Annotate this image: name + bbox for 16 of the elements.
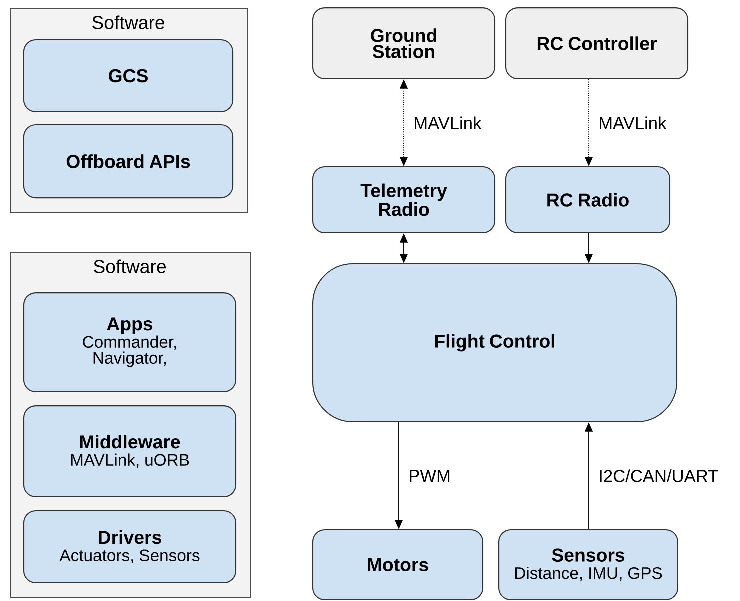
device-box: RC Controller xyxy=(505,8,689,80)
component-box: Motors xyxy=(312,529,484,601)
edge-label: PWM xyxy=(407,468,452,484)
component-box: Telemetry Radio xyxy=(312,166,496,234)
component-box: Sensors Distance, IMU, GPS xyxy=(498,529,678,601)
edge-label: I2C/CAN/UART xyxy=(597,468,720,484)
component-box: Apps Commander, Navigator, xyxy=(23,292,237,392)
component-box: Drivers Actuators, Sensors xyxy=(23,510,237,584)
component-box: GCS xyxy=(23,39,234,113)
flight-control-box: Flight Control xyxy=(312,263,678,423)
device-box: Ground Station xyxy=(312,8,496,80)
component-box: Middleware MAVLink, uORB xyxy=(23,406,237,498)
component-box: Offboard APIs xyxy=(23,124,234,199)
component-box: RC Radio xyxy=(505,166,671,234)
edge-label: MAVLink xyxy=(412,115,483,131)
edge-label: MAVLink xyxy=(597,115,668,131)
